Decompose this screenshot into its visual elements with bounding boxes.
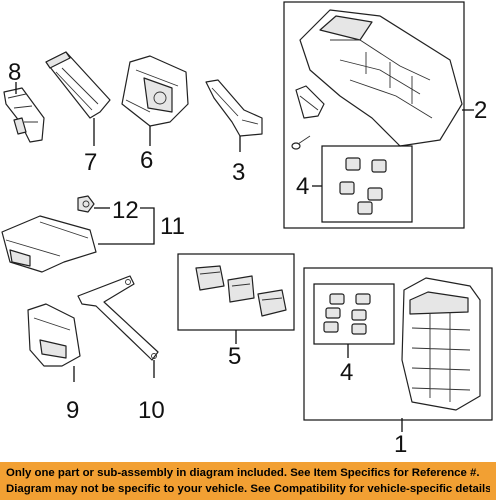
callout-6: 6	[140, 147, 153, 174]
part-2-bracket	[295, 85, 325, 119]
callout-5: 5	[228, 343, 241, 370]
leader-11	[98, 207, 155, 245]
part-12-clip	[77, 195, 95, 213]
part-2-fuse-box	[299, 9, 463, 147]
part-7-module	[45, 51, 111, 119]
disclaimer-banner: Only one part or sub-assembly in diagram…	[0, 462, 496, 500]
part-2-screw	[291, 135, 311, 150]
part-9-module	[27, 303, 81, 367]
callout-12: 12	[112, 197, 139, 224]
callout-7: 7	[84, 149, 97, 176]
sub-box-4-bottom	[313, 283, 395, 345]
group-box-2	[283, 1, 465, 229]
part-8-bracket	[3, 87, 45, 143]
part-1-junction-box	[401, 277, 481, 411]
callout-2: 2	[474, 97, 487, 124]
callout-4-bottom: 4	[340, 359, 353, 386]
callout-4-top: 4	[296, 173, 309, 200]
callout-10: 10	[138, 397, 165, 424]
disclaimer-line-2: Diagram may not be specific to your vehi…	[6, 483, 490, 495]
part-10-bracket	[77, 275, 159, 361]
callout-1: 1	[394, 431, 407, 458]
disclaimer-line-1: Only one part or sub-assembly in diagram…	[6, 467, 480, 479]
callout-8: 8	[8, 59, 21, 86]
sub-box-4-top	[321, 145, 413, 223]
part-11-module	[1, 215, 97, 273]
part-3-bracket	[205, 79, 263, 137]
part-5-relays	[195, 265, 287, 317]
callout-9: 9	[66, 397, 79, 424]
part-4-relays-top	[339, 157, 387, 215]
part-6-control-unit	[121, 55, 189, 127]
callout-11: 11	[160, 213, 185, 240]
parts-diagram: 8 7 6 3 2	[1, 1, 493, 458]
group-box-1	[303, 267, 493, 421]
callout-3: 3	[232, 159, 245, 186]
part-4-relays-bottom	[323, 293, 371, 335]
